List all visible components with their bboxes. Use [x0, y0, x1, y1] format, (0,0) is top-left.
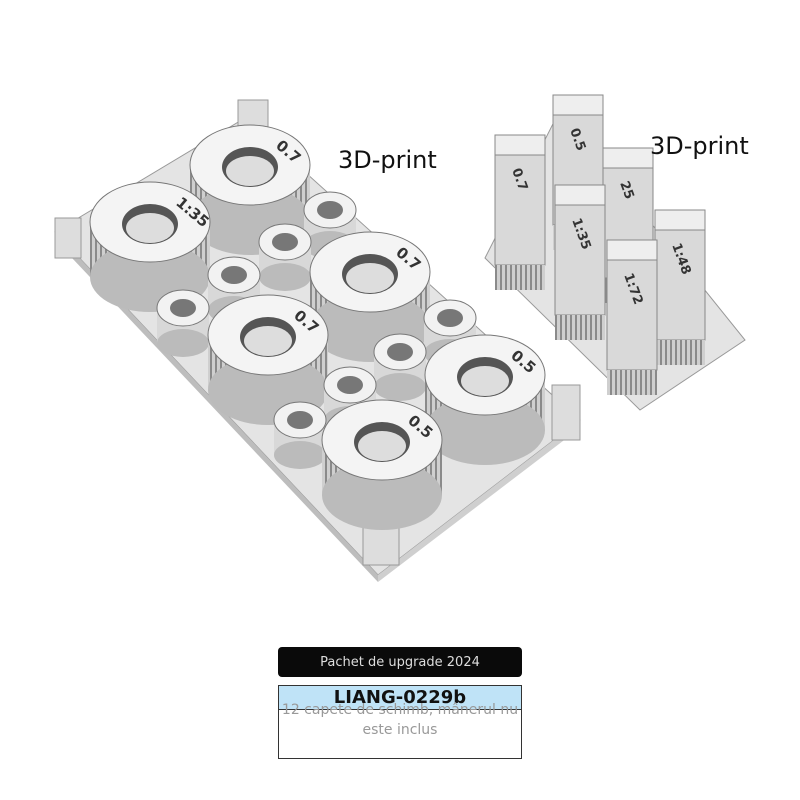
model-number: LIANG-0229b [279, 686, 521, 710]
replacement-head: 1:48 [654, 209, 706, 365]
head-label: 0.7 [508, 166, 530, 193]
head-label: 0.5 [566, 126, 588, 153]
product-info-box: LIANG-0229b 12 capete de schimb, mânerul… [278, 685, 522, 759]
caption-left: 3D-print [338, 146, 437, 174]
product-description: 12 capete de schimb, mânerul nu este inc… [281, 702, 519, 738]
ring-spacer [258, 223, 312, 291]
gear: 0.7 [207, 294, 329, 425]
left-kit: 0.71:350.70.70.50.5 [54, 99, 581, 582]
right-kit: 0.5 0.7 25 1:35 1:481:72 [484, 94, 746, 411]
gear: 0.7 [189, 124, 311, 255]
ring-spacer [156, 289, 210, 357]
gear: 0.5 [424, 334, 546, 465]
replacement-head: 1:35 [554, 184, 606, 340]
upgrade-banner: Pachet de upgrade 2024 [278, 647, 522, 677]
head-label: 25 [616, 179, 636, 201]
ring-spacer [373, 333, 427, 401]
caption-right: 3D-print [650, 132, 749, 160]
replacement-head: 0.7 [494, 134, 546, 290]
replacement-head: 1:72 [606, 239, 658, 395]
gear: 0.5 [321, 399, 443, 530]
ring-spacer [273, 401, 327, 469]
